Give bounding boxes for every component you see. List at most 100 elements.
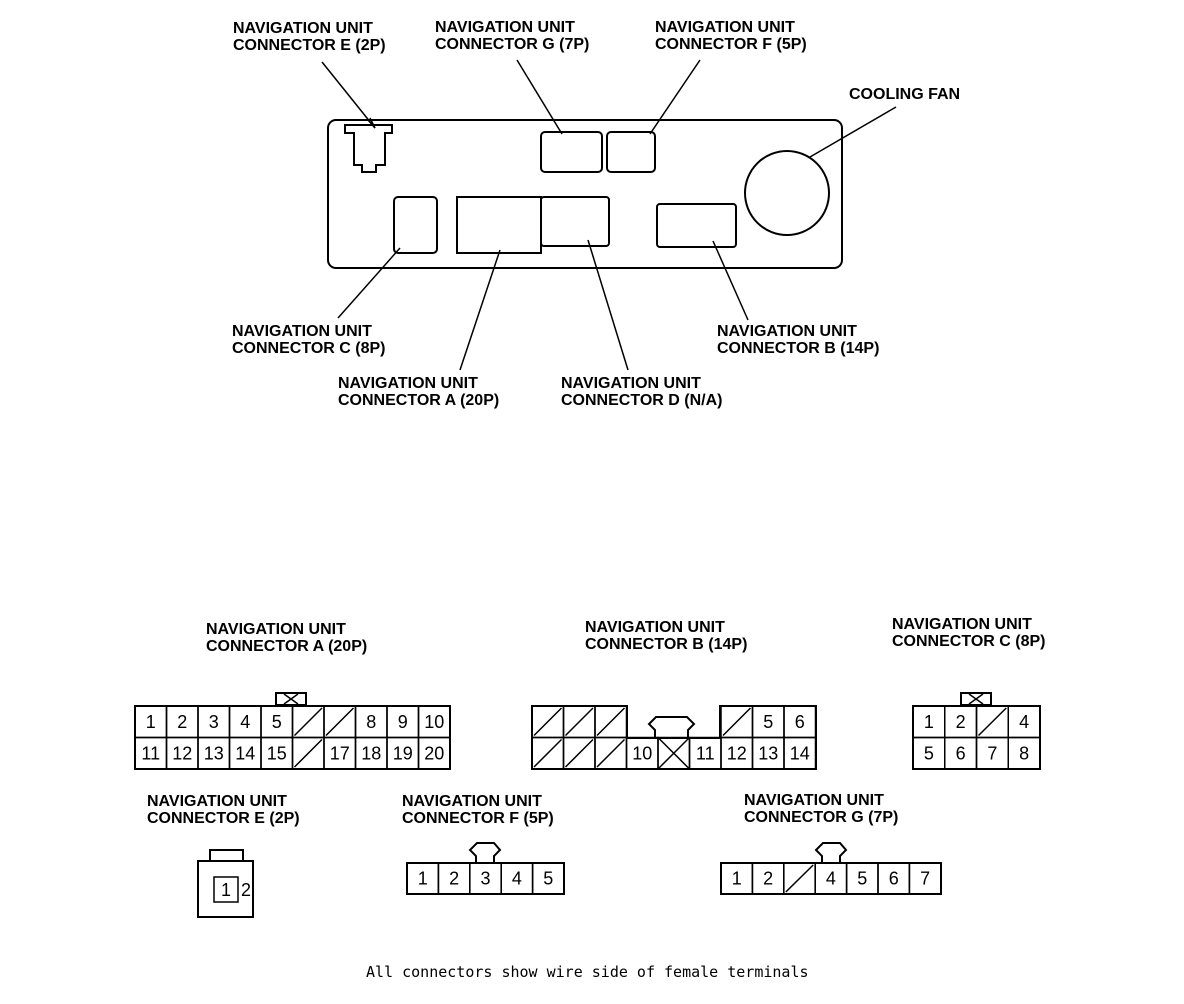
connector-c-pin-label: 8 <box>1019 743 1029 763</box>
connector-b-blank-slash <box>533 707 563 737</box>
unit-socket-d <box>540 196 610 247</box>
unit-socket-e <box>344 124 393 173</box>
leader-e <box>321 61 376 129</box>
connector-g-pin-label: 4 <box>826 869 836 889</box>
connector-a-pin-label: 19 <box>393 743 413 763</box>
connector-g-pin-label: 6 <box>889 869 899 889</box>
connector-b-cell <box>657 736 691 770</box>
connector-b-pin-label: 5 <box>763 712 773 732</box>
label-connector-d: NAVIGATION UNIT CONNECTOR D (N/A) <box>561 375 722 409</box>
connector-g-title: NAVIGATION UNIT CONNECTOR G (7P) <box>744 792 898 826</box>
connector-b-cell: 12 <box>720 736 754 770</box>
connector-a-pin-label: 17 <box>330 743 350 763</box>
connector-b-cell <box>531 705 565 739</box>
connector-b-cell <box>562 736 596 770</box>
leader-d <box>587 239 629 371</box>
connector-b-pin-label: 11 <box>696 743 715 763</box>
connector-a-pin-label: 8 <box>366 712 376 732</box>
connector-b-cell <box>720 705 754 739</box>
connector-a-title: NAVIGATION UNIT CONNECTOR A (20P) <box>206 621 367 655</box>
connector-e-face: NAVIGATION UNIT CONNECTOR E (2P) 1 2 <box>147 793 300 918</box>
connector-g-blank-slash <box>785 864 814 893</box>
connector-f-lock-tab <box>468 842 502 863</box>
connector-a-pin-label: 3 <box>209 712 219 732</box>
connector-a-pin-label: 2 <box>177 712 187 732</box>
connector-f-pin-label: 1 <box>418 869 428 889</box>
connector-b-blank-slash <box>533 738 563 768</box>
connector-e-pin-1-cell <box>213 876 239 903</box>
connector-a-blank-slash <box>293 707 323 737</box>
connector-b-cell <box>562 705 596 739</box>
connector-g-pin-label: 5 <box>857 869 867 889</box>
connector-e-pin-1: 1 <box>221 880 231 900</box>
label-connector-g: NAVIGATION UNIT CONNECTOR G (7P) <box>435 19 589 53</box>
connector-b-blank-slash <box>596 707 626 737</box>
navigation-unit-overview: NAVIGATION UNIT CONNECTOR E (2P) NAVIGAT… <box>232 19 960 409</box>
connector-b-cell: 6 <box>783 705 817 739</box>
connector-b-face: NAVIGATION UNIT CONNECTOR B (14P) 5 6 10 11… <box>531 619 817 770</box>
cooling-fan <box>744 150 830 236</box>
connector-f-cell: 5 <box>531 862 565 895</box>
label-connector-c: NAVIGATION UNIT CONNECTOR C (8P) <box>232 323 386 357</box>
connector-g-pin-label: 7 <box>920 869 930 889</box>
connector-a-blank-slash <box>293 738 323 768</box>
connector-c-pin-label: 5 <box>924 743 934 763</box>
footnote: All connectors show wire side of female … <box>366 963 809 981</box>
connector-g-lock-tab <box>814 842 848 863</box>
connector-c-blank-slash <box>977 707 1007 737</box>
leader-b <box>712 240 749 321</box>
connector-a-pin-label: 18 <box>361 743 381 763</box>
connector-f-pin-label: 4 <box>512 869 522 889</box>
connector-a-pin-label: 1 <box>146 712 156 732</box>
connector-g-pin-label: 1 <box>732 869 742 889</box>
connector-c-pin-label: 1 <box>924 712 934 732</box>
connector-b-blank-slash <box>596 738 626 768</box>
label-cooling-fan: COOLING FAN <box>849 86 960 103</box>
unit-socket-b <box>656 203 737 248</box>
connector-b-lock-tab <box>647 716 696 738</box>
leader-g <box>516 59 563 135</box>
connector-f-pin-label: 2 <box>449 869 459 889</box>
label-connector-a: NAVIGATION UNIT CONNECTOR A (20P) <box>338 375 499 409</box>
unit-socket-f <box>606 131 656 173</box>
connector-a-pin-label: 12 <box>172 743 192 763</box>
leader-c <box>337 247 401 319</box>
connector-b-pin-label: 12 <box>727 743 747 763</box>
connector-c-pin-label: 4 <box>1019 712 1029 732</box>
connector-a-pin-label: 13 <box>204 743 224 763</box>
connector-b-cell: 14 <box>783 736 817 770</box>
connector-b-blank-slash <box>564 707 594 737</box>
connector-b-cell <box>594 705 628 739</box>
connector-b-blank-slash <box>722 707 752 737</box>
connector-b-cell <box>594 736 628 770</box>
connector-f-pin-label: 3 <box>480 869 490 889</box>
connector-b-pin-label: 6 <box>795 712 805 732</box>
label-connector-f: NAVIGATION UNIT CONNECTOR F (5P) <box>655 19 807 53</box>
connector-e-pin-2: 2 <box>241 880 251 900</box>
connector-f-pin-label: 5 <box>543 869 553 889</box>
label-connector-e: NAVIGATION UNIT CONNECTOR E (2P) <box>233 20 386 54</box>
connector-a-pin-label: 14 <box>235 743 255 763</box>
connector-b-cell: 10 <box>625 736 659 770</box>
connector-a-cell: 20 <box>417 736 451 770</box>
connector-b-cell: 11 <box>688 736 722 770</box>
leader-a <box>459 249 501 371</box>
connector-b-blank-slash <box>564 738 594 768</box>
connector-c-pin-label: 6 <box>956 743 966 763</box>
connector-b-pin-label: 13 <box>758 743 778 763</box>
connector-b-title: NAVIGATION UNIT CONNECTOR B (14P) <box>585 619 747 653</box>
connector-b-cell <box>531 736 565 770</box>
connector-a-blank-slash <box>325 707 355 737</box>
leader-fan <box>809 106 897 158</box>
connector-g-cell: 7 <box>908 862 942 895</box>
label-connector-b: NAVIGATION UNIT CONNECTOR B (14P) <box>717 323 879 357</box>
connector-a-pin-label: 4 <box>240 712 250 732</box>
unit-socket-c <box>393 196 438 254</box>
